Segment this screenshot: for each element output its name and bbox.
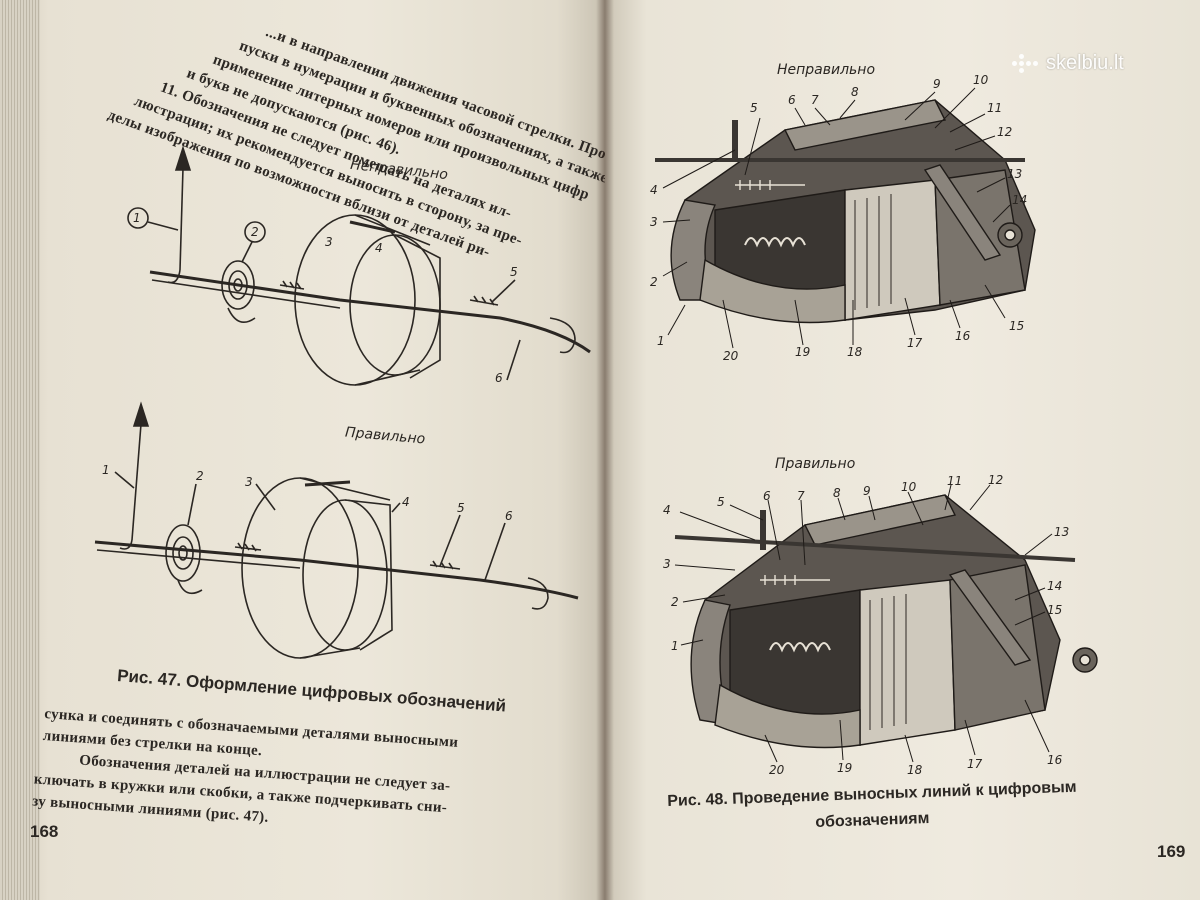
callout-2: 2 (671, 595, 679, 609)
skelbiu-logo-icon (1012, 53, 1040, 74)
callout-8: 8 (851, 85, 859, 99)
callout-10: 10 (901, 480, 917, 494)
fig47-right-diagram: 1 2 3 4 5 6 (94, 401, 579, 659)
callout-1: 1 (671, 639, 679, 653)
page-edges (0, 0, 40, 900)
callout-3: 3 (325, 235, 333, 249)
callout-16: 16 (955, 329, 971, 343)
label-right-fig48: Правильно (775, 456, 856, 472)
callout-13: 13 (1007, 167, 1022, 181)
callout-7: 7 (797, 489, 805, 503)
callout-4: 4 (402, 495, 410, 509)
callout-4: 4 (650, 183, 658, 197)
label-wrong-fig48: Неправильно (777, 62, 876, 78)
callout-7: 7 (811, 93, 819, 107)
right-page: Неправильно (605, 0, 1200, 900)
callout-14: 14 (1047, 579, 1062, 593)
callout-12: 12 (988, 473, 1003, 487)
fig48-right-diagram: 1 2 3 4 5 6 7 8 9 10 11 12 13 14 15 16 1… (663, 473, 1098, 777)
callout-3: 3 (245, 475, 253, 489)
page-number-right: 169 (1157, 842, 1186, 861)
callout-6: 6 (763, 489, 771, 503)
callout-9: 9 (863, 484, 871, 498)
callout-1: 1 (102, 463, 110, 477)
callout-2: 2 (196, 469, 204, 483)
callout-3: 3 (663, 557, 671, 571)
callout-18: 18 (847, 345, 863, 359)
callout-5: 5 (750, 101, 758, 115)
callout-14: 14 (1012, 193, 1027, 207)
callout-11: 11 (987, 101, 1002, 115)
callout-18: 18 (907, 763, 923, 777)
callout-17: 17 (907, 336, 923, 350)
callout-12: 12 (997, 125, 1012, 139)
callout-6: 6 (788, 93, 796, 107)
watermark-text: skelbiu.lt (1046, 52, 1124, 74)
watermark: skelbiu.lt (1012, 52, 1124, 75)
callout-11: 11 (947, 474, 962, 488)
callout-2: 2 (650, 275, 658, 289)
callout-6: 6 (495, 371, 503, 385)
callout-1: 1 (657, 334, 665, 348)
callout-10: 10 (973, 73, 989, 87)
book-gutter (596, 0, 614, 900)
callout-3: 3 (650, 215, 658, 229)
callout-9: 9 (933, 77, 941, 91)
callout-4: 4 (375, 241, 383, 255)
callout-16: 16 (1047, 753, 1063, 767)
callout-5: 5 (717, 495, 725, 509)
fig47-wrong-diagram: 1 2 3 4 5 6 (127, 145, 591, 386)
callout-5: 5 (510, 265, 518, 279)
callout-15: 15 (1009, 319, 1024, 333)
callout-6: 6 (505, 509, 513, 523)
callout-19: 19 (795, 345, 810, 359)
callout-4: 4 (663, 503, 671, 517)
callout-5: 5 (457, 501, 465, 515)
callout-13: 13 (1054, 525, 1069, 539)
callout-15: 15 (1047, 603, 1062, 617)
callout-20: 20 (769, 763, 785, 777)
left-page: ...и в направлении движения часовой стре… (0, 0, 605, 900)
callout-20: 20 (723, 349, 739, 363)
callout-19: 19 (837, 761, 852, 775)
page-number-left: 168 (30, 822, 59, 841)
callout-2: 2 (251, 225, 259, 239)
callout-17: 17 (967, 757, 983, 771)
fig48-wrong-diagram: 1 2 3 4 5 6 7 8 9 10 11 12 13 14 15 16 1… (650, 73, 1036, 363)
callout-8: 8 (833, 486, 841, 500)
callout-1: 1 (133, 211, 141, 225)
